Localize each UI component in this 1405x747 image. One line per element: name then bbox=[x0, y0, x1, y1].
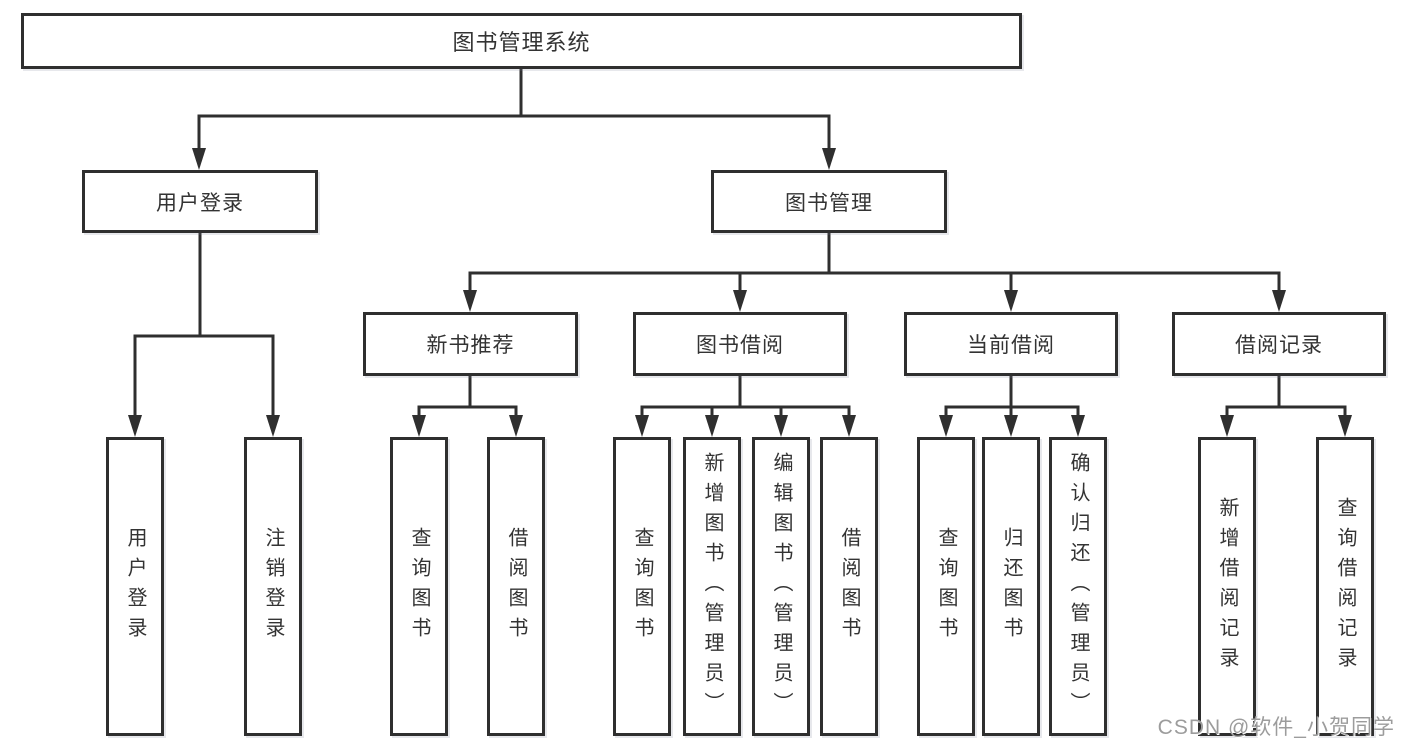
leaf-borrow-books-borrowing: 借阅图书 bbox=[820, 437, 878, 736]
node-book-management: 图书管理 bbox=[711, 170, 947, 233]
node-label: 用户登录 bbox=[156, 191, 244, 215]
leaf-label: 注销登录 bbox=[262, 526, 284, 647]
leaf-label: 新增图书（管理员） bbox=[701, 451, 723, 722]
node-user-login: 用户登录 bbox=[82, 170, 318, 233]
leaf-label: 借阅图书 bbox=[505, 526, 527, 647]
leaf-label: 查询图书 bbox=[631, 526, 653, 647]
node-label: 图书借阅 bbox=[696, 334, 784, 357]
leaf-user-login: 用户登录 bbox=[106, 437, 164, 736]
leaf-label: 新增借阅记录 bbox=[1216, 496, 1238, 677]
node-new-book-recommendation: 新书推荐 bbox=[363, 312, 578, 376]
leaf-label: 借阅图书 bbox=[838, 526, 860, 647]
leaf-label: 归还图书 bbox=[1000, 526, 1022, 647]
leaf-label: 查询图书 bbox=[408, 526, 430, 647]
node-label: 当前借阅 bbox=[967, 334, 1055, 357]
leaf-label: 确认归还（管理员） bbox=[1067, 451, 1089, 722]
node-label: 新书推荐 bbox=[426, 334, 515, 357]
node-label: 图书管理系统 bbox=[452, 30, 591, 55]
leaf-return-book: 归还图书 bbox=[982, 437, 1040, 736]
leaf-query-books-recommend: 查询图书 bbox=[390, 437, 448, 736]
node-label: 借阅记录 bbox=[1235, 334, 1323, 357]
leaf-label: 编辑图书（管理员） bbox=[770, 451, 792, 722]
leaf-query-books-borrowing: 查询图书 bbox=[613, 437, 671, 736]
csdn-watermark: CSDN @软件_小贺同学 bbox=[1157, 716, 1395, 739]
leaf-borrow-books-recommend: 借阅图书 bbox=[487, 437, 545, 736]
leaf-confirm-return-admin: 确认归还（管理员） bbox=[1049, 437, 1107, 736]
leaf-edit-book-admin: 编辑图书（管理员） bbox=[752, 437, 810, 736]
leaf-label: 查询图书 bbox=[935, 526, 957, 647]
leaf-query-books-current: 查询图书 bbox=[917, 437, 975, 736]
node-library-management-system: 图书管理系统 bbox=[21, 13, 1022, 69]
leaf-label: 用户登录 bbox=[124, 526, 146, 647]
node-label: 图书管理 bbox=[785, 191, 873, 215]
leaf-label: 查询借阅记录 bbox=[1334, 496, 1356, 677]
leaf-query-borrow-record: 查询借阅记录 bbox=[1316, 437, 1374, 736]
node-borrowing-records: 借阅记录 bbox=[1172, 312, 1386, 376]
node-book-borrowing: 图书借阅 bbox=[633, 312, 847, 376]
leaf-add-borrow-record: 新增借阅记录 bbox=[1198, 437, 1256, 736]
leaf-add-book-admin: 新增图书（管理员） bbox=[683, 437, 741, 736]
leaf-logout: 注销登录 bbox=[244, 437, 302, 736]
node-current-borrowing: 当前借阅 bbox=[904, 312, 1118, 376]
